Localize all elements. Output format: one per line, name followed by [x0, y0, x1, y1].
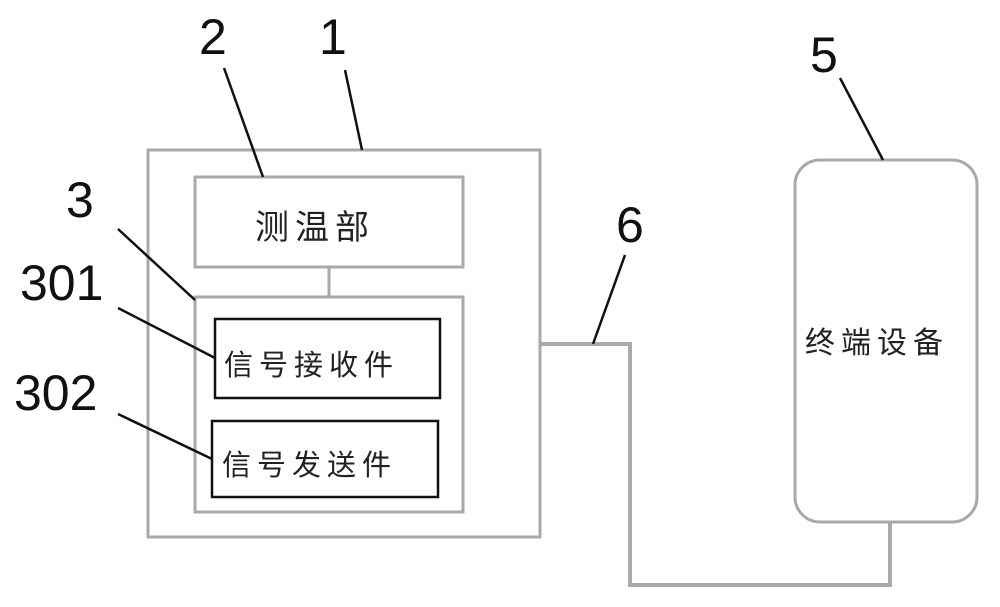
label-2: 2 [199, 9, 227, 65]
label-6: 6 [616, 197, 644, 253]
leader-2 [222, 67, 265, 178]
cable-6 [540, 342, 892, 587]
label-1: 1 [319, 9, 347, 65]
leader-5 [838, 77, 885, 161]
leader-301 [117, 306, 216, 360]
leader-302 [117, 412, 213, 461]
label-301: 301 [20, 255, 104, 311]
label-302: 302 [14, 365, 98, 421]
signal-sender-label: 信号发送件 [222, 448, 398, 482]
temp-unit-label: 测温部 [255, 208, 375, 248]
label-5: 5 [810, 27, 838, 83]
signal-receiver-box [213, 317, 442, 400]
terminal-box [793, 158, 979, 524]
leader-1 [343, 69, 364, 151]
terminal-label: 终端设备 [805, 326, 949, 361]
leader-3 [117, 228, 196, 301]
signal-receiver-label: 信号接收件 [224, 348, 400, 382]
leader-6 [591, 254, 627, 345]
signal-module-box [193, 295, 465, 514]
label-3: 3 [66, 172, 94, 228]
